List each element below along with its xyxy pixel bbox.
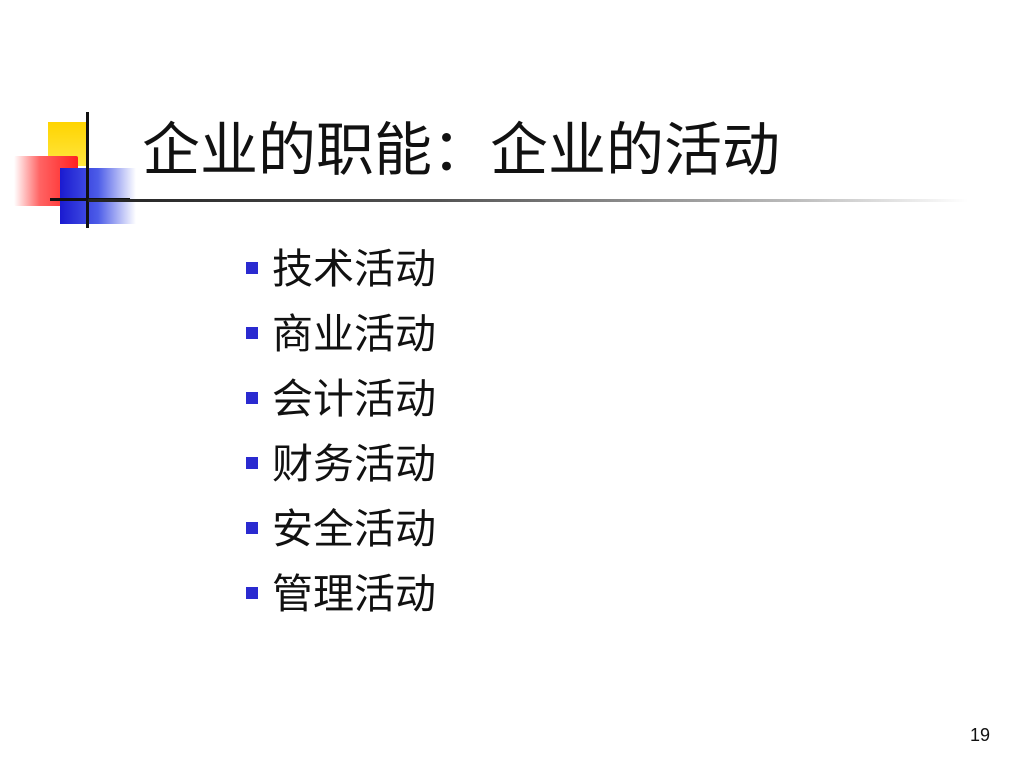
square-bullet-icon — [246, 326, 258, 339]
list-item-label: 财务活动 — [272, 439, 436, 488]
list-item: 会计活动 — [246, 362, 436, 427]
decorative-logo-icon — [0, 0, 160, 240]
list-item-label: 管理活动 — [272, 569, 436, 618]
square-bullet-icon — [246, 521, 258, 534]
list-item-label: 会计活动 — [272, 374, 436, 423]
page-number: 19 — [969, 725, 990, 745]
list-item: 安全活动 — [246, 492, 436, 557]
square-bullet-icon — [246, 391, 258, 404]
logo-vertical-line — [86, 112, 89, 228]
list-item: 管理活动 — [246, 557, 436, 622]
list-item-label: 技术活动 — [272, 244, 436, 293]
list-item: 商业活动 — [246, 297, 436, 362]
square-bullet-icon — [246, 586, 258, 599]
logo-blue-square — [60, 168, 136, 224]
title-underline — [88, 199, 968, 202]
list-item-label: 安全活动 — [272, 504, 436, 553]
square-bullet-icon — [246, 261, 258, 274]
list-item: 技术活动 — [246, 232, 436, 297]
square-bullet-icon — [246, 456, 258, 469]
list-item: 财务活动 — [246, 427, 436, 492]
bullet-list: 技术活动 商业活动 会计活动 财务活动 安全活动 管理活动 — [246, 232, 436, 622]
list-item-label: 商业活动 — [272, 309, 436, 358]
slide-title: 企业的职能：企业的活动 — [142, 116, 781, 184]
